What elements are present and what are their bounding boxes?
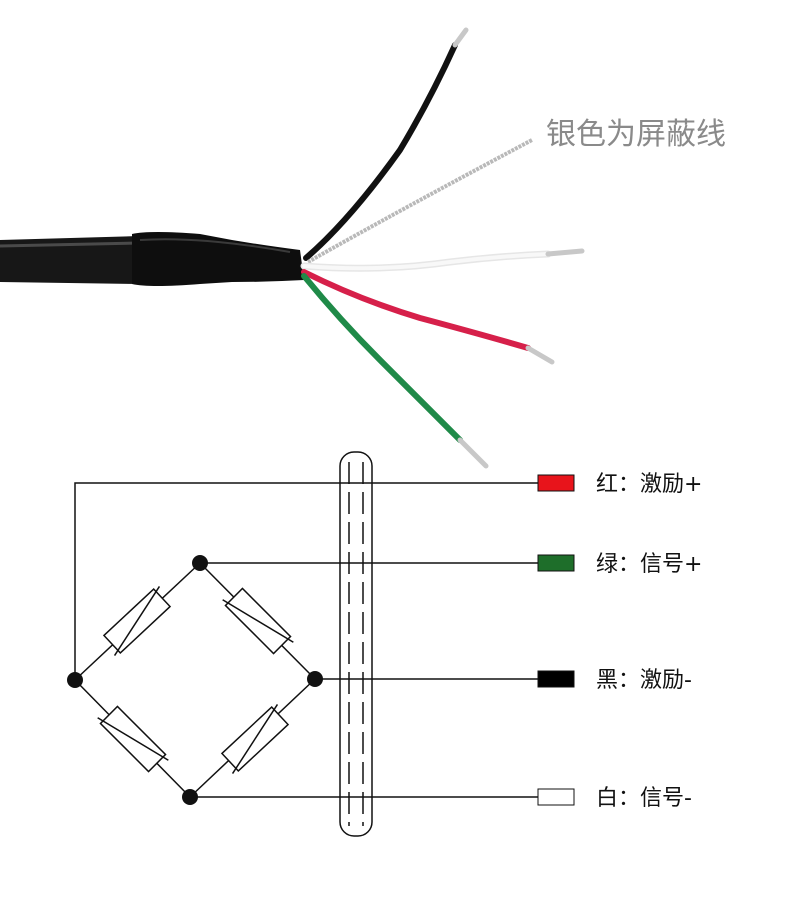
legend-swatch-red (537, 474, 575, 492)
legend-swatch-white (537, 788, 575, 806)
shield-wire (307, 138, 533, 264)
strain-gauge-bottom-left (97, 705, 169, 773)
legend-swatch-green (537, 554, 575, 572)
node-bottom (182, 789, 198, 805)
green-wire-tip (457, 437, 489, 469)
cable-illustration: 银色为屏蔽线 (0, 27, 726, 469)
strain-gauge-top-left (102, 585, 172, 657)
legend-label-white: 白：信号- (596, 786, 692, 811)
red-wire (301, 269, 531, 351)
node-right (307, 671, 323, 687)
green-wire (301, 273, 463, 443)
heat-shrink-shine (139, 238, 291, 253)
legend-swatch-black (537, 670, 575, 688)
legend-label-green: 绿：信号+ (596, 552, 702, 577)
strain-gauge-bottom-right (220, 703, 290, 775)
cable-jacket-highlight (0, 241, 141, 248)
black-wire-tip (452, 27, 469, 48)
cable-jacket (0, 236, 140, 284)
heat-shrink-sleeve (132, 232, 304, 286)
legend-label-red: 红：激励+ (596, 472, 702, 497)
red-wire-tip (525, 345, 555, 365)
white-wire-tip (545, 248, 585, 257)
white-wire-outline (302, 252, 550, 271)
node-left (67, 672, 83, 688)
node-top (192, 555, 208, 571)
legend-label-black: 黑：激励- (596, 668, 692, 693)
black-wire (303, 42, 458, 261)
shield-capsule (339, 451, 373, 837)
excitation-plus-line (74, 482, 538, 680)
strain-gauge-top-right (222, 587, 294, 655)
shield-label: 银色为屏蔽线 (546, 117, 726, 152)
